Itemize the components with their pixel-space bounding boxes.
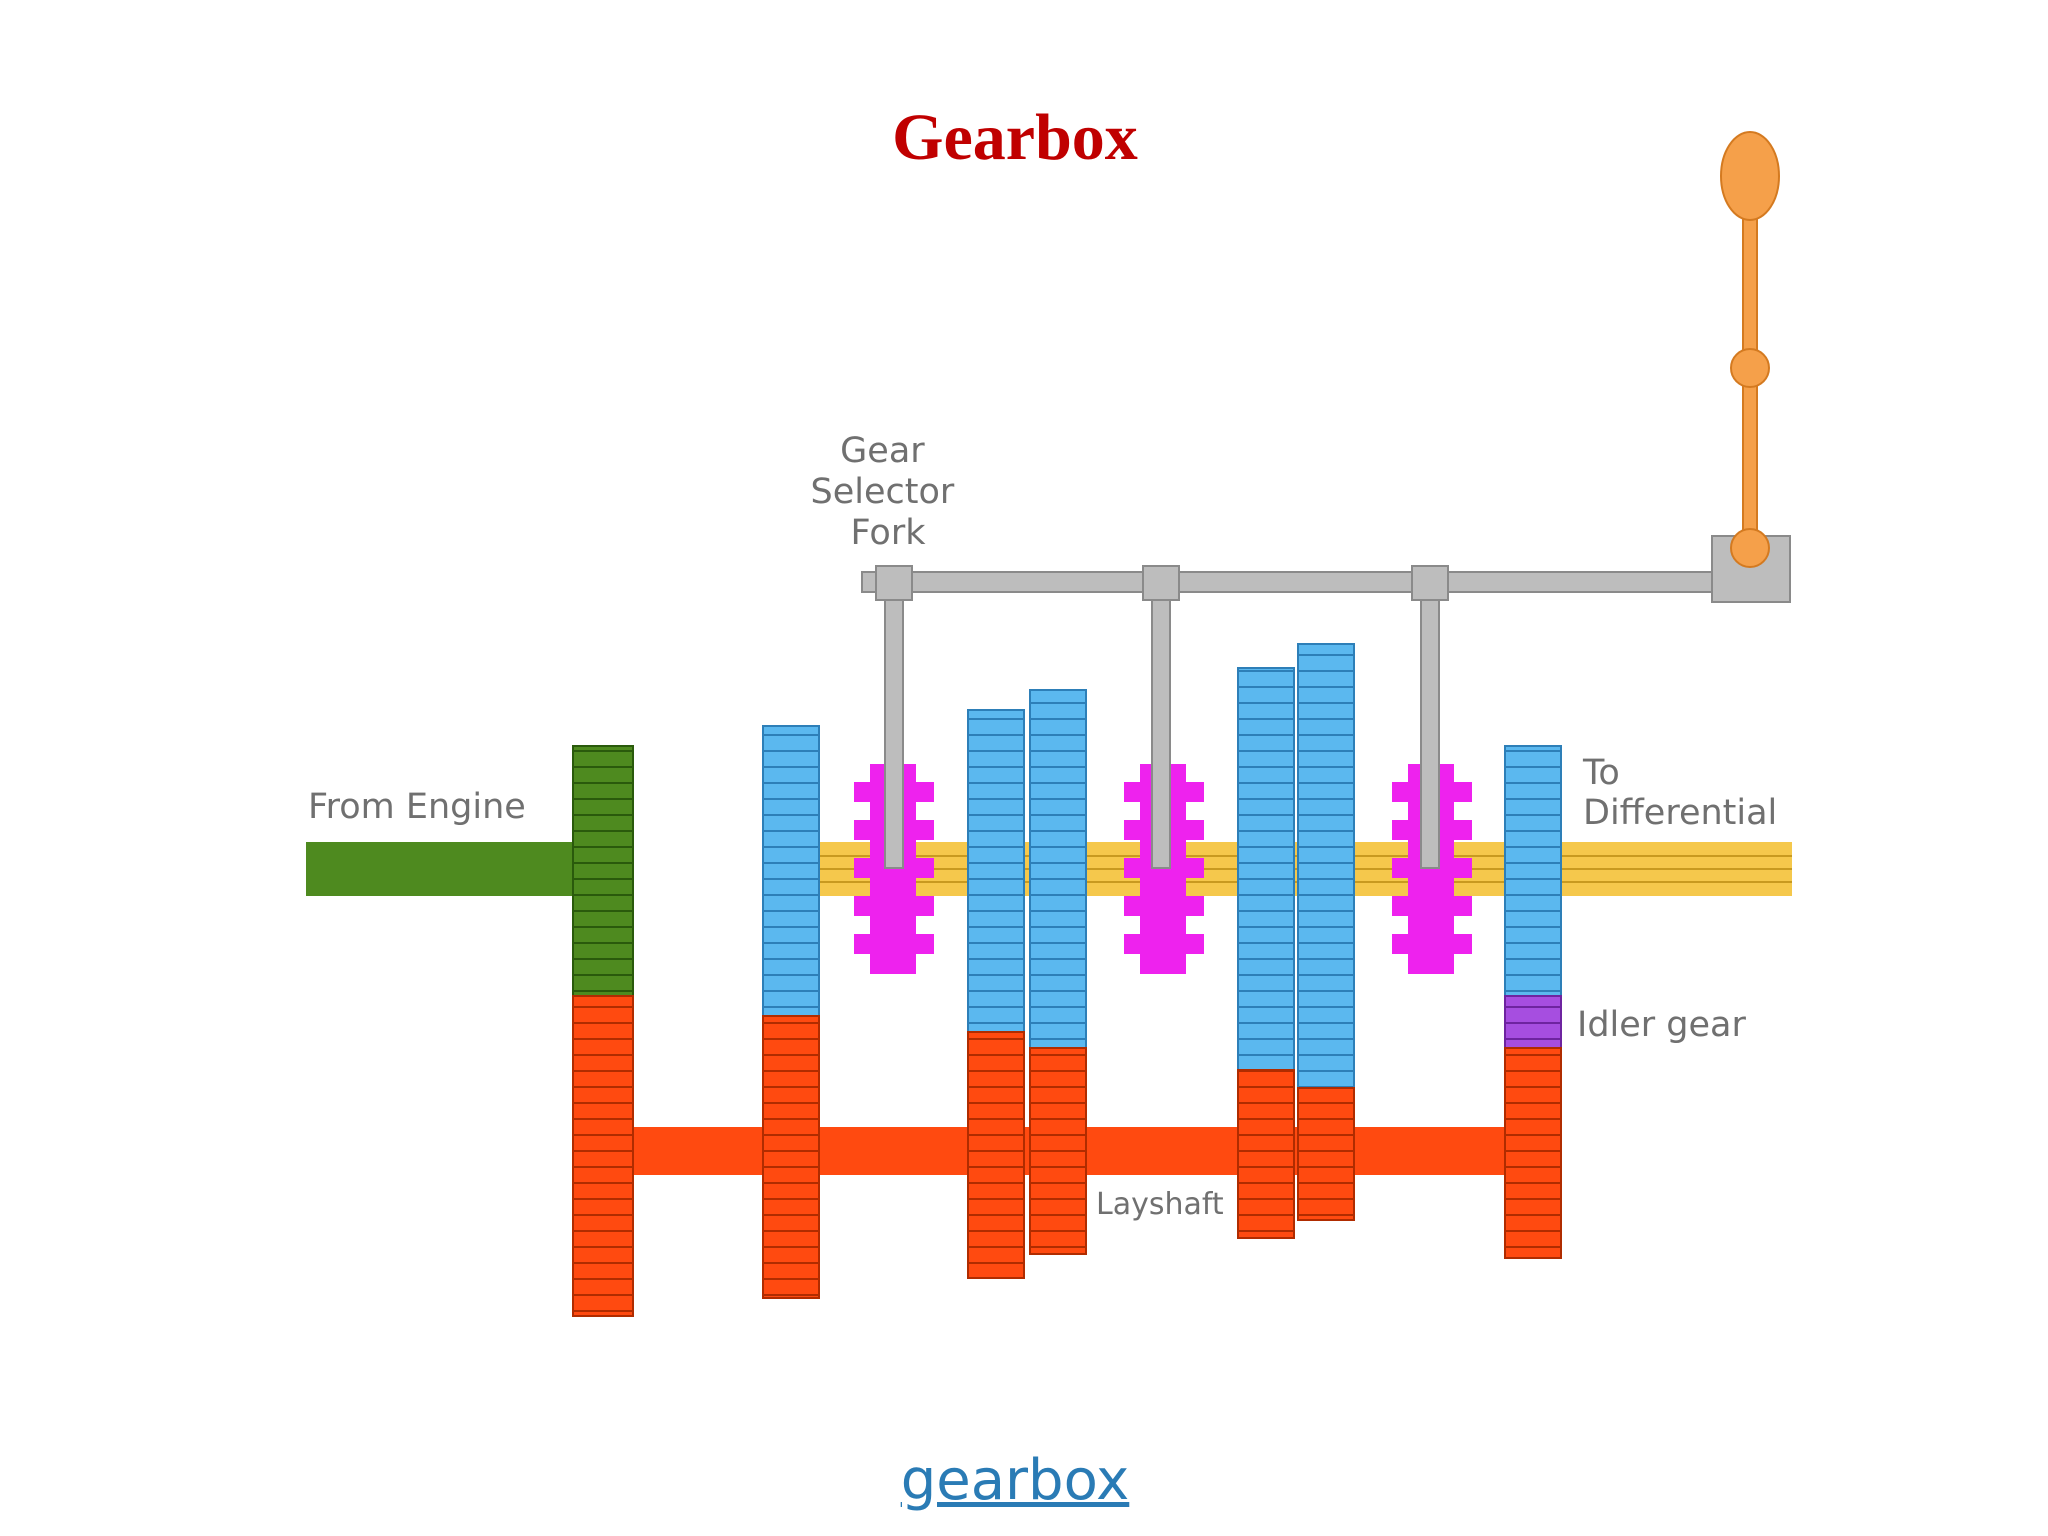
output-gear-reverse: [1504, 745, 1562, 997]
gear-lever: [1720, 131, 1780, 568]
label-td-line2: Differential: [1583, 793, 1777, 833]
output-gear-2a: [967, 709, 1025, 1033]
selector-fork-2: [1142, 565, 1180, 869]
selector-rail: [861, 535, 1791, 603]
input-shaft: [306, 842, 576, 896]
slide-title: Gearbox: [892, 101, 1138, 174]
label-from-engine: From Engine: [308, 787, 526, 827]
selector-fork-1: [875, 565, 913, 869]
label-gsf-line3: Fork: [851, 513, 927, 553]
gearbox-link[interactable]: gearbox: [900, 1448, 1130, 1513]
label-gsf-line2: Selector: [811, 472, 955, 512]
layshaft-input-gear: [572, 995, 634, 1317]
output-gear-3a: [1237, 667, 1295, 1071]
layshaft-gear-2a: [967, 1031, 1025, 1279]
label-gear-selector-fork: Gear Selector Fork: [811, 431, 966, 553]
input-gear: [572, 745, 634, 997]
layshaft-gear-3a: [1237, 1069, 1295, 1239]
layshaft-gear-3b: [1297, 1087, 1355, 1221]
layshaft-gear-reverse: [1504, 1047, 1562, 1259]
idler-gear: [1504, 995, 1562, 1049]
label-layshaft: Layshaft: [1096, 1187, 1224, 1222]
layshaft-gear-2b: [1029, 1047, 1087, 1255]
layshaft-gear-1: [762, 1015, 820, 1299]
selector-fork-3: [1411, 565, 1449, 869]
output-gear-2b: [1029, 689, 1087, 1049]
output-gear-1: [762, 725, 820, 1017]
output-gear-3b: [1297, 643, 1355, 1089]
label-idler-gear: Idler gear: [1577, 1005, 1747, 1045]
label-td-line1: To: [1582, 753, 1620, 793]
label-to-differential: To Differential: [1582, 753, 1777, 833]
label-gsf-line1: Gear: [840, 431, 925, 471]
